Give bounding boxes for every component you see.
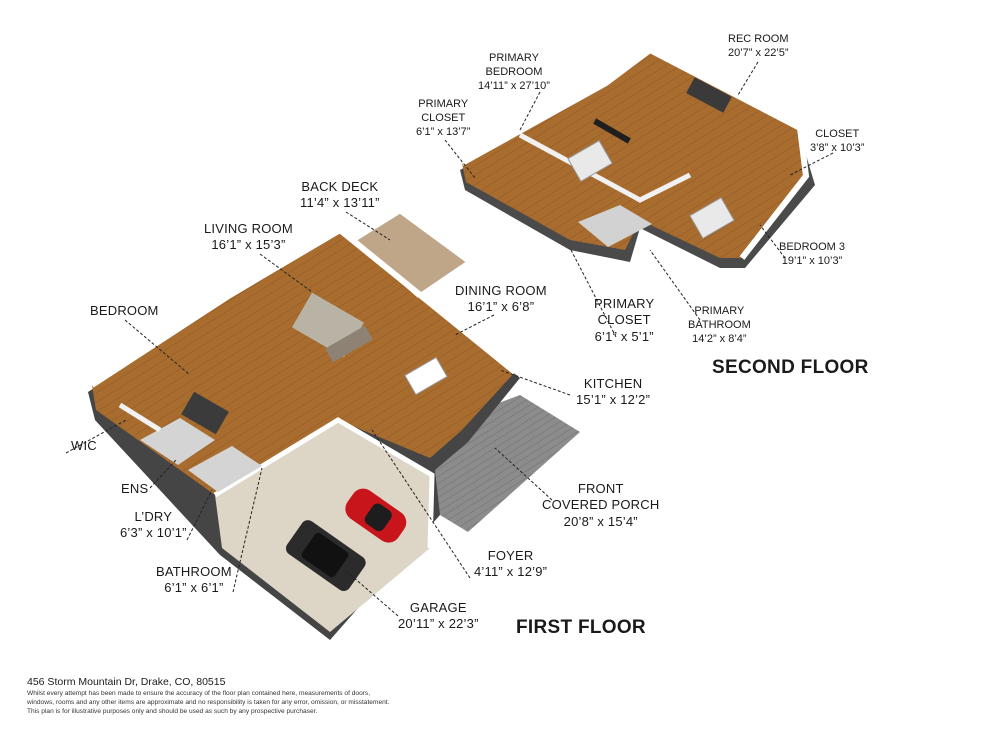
kitchen-island [404,356,448,396]
tv-console [593,118,631,144]
primary-bed [567,140,613,182]
rec-room-sofa [686,77,732,113]
leader-lines [65,61,834,617]
disclaimer-line-2: windows, rooms and any other items are a… [27,698,390,706]
second-floor-plan [460,46,815,268]
second-floor-title: SECOND FLOOR [712,357,869,378]
garage-floor [215,420,432,632]
first-floor-interior-walls [118,402,162,433]
bedroom-bed [181,391,229,435]
footer: 456 Storm Mountain Dr, Drake, CO, 80515 … [27,676,547,717]
second-floor-walls [460,46,810,260]
first-floor-title: FIRST FLOOR [516,617,646,638]
bedroom3-bed [689,197,735,239]
garage-walls [213,417,435,549]
laundry-floor [188,446,262,492]
first-floor-plan [88,210,580,640]
first-floor-floor [92,230,515,495]
primary-bathroom-floor [578,205,652,247]
label-ens: ENS [121,481,149,496]
label-bedroom: BEDROOM [90,303,159,318]
property-address: 456 Storm Mountain Dr, Drake, CO, 80515 [27,676,226,688]
red-sports-car [345,488,407,543]
first-floor-exterior-walls [90,226,517,388]
black-suv [285,520,366,592]
label-wic: WIC [71,438,97,453]
disclaimer-line-3: This plan is for illustrative purposes o… [27,707,318,715]
second-floor-interior-walls [518,132,692,203]
living-sofa [325,325,373,363]
disclaimer-line-1: Whilst every attempt has been made to en… [27,690,371,697]
